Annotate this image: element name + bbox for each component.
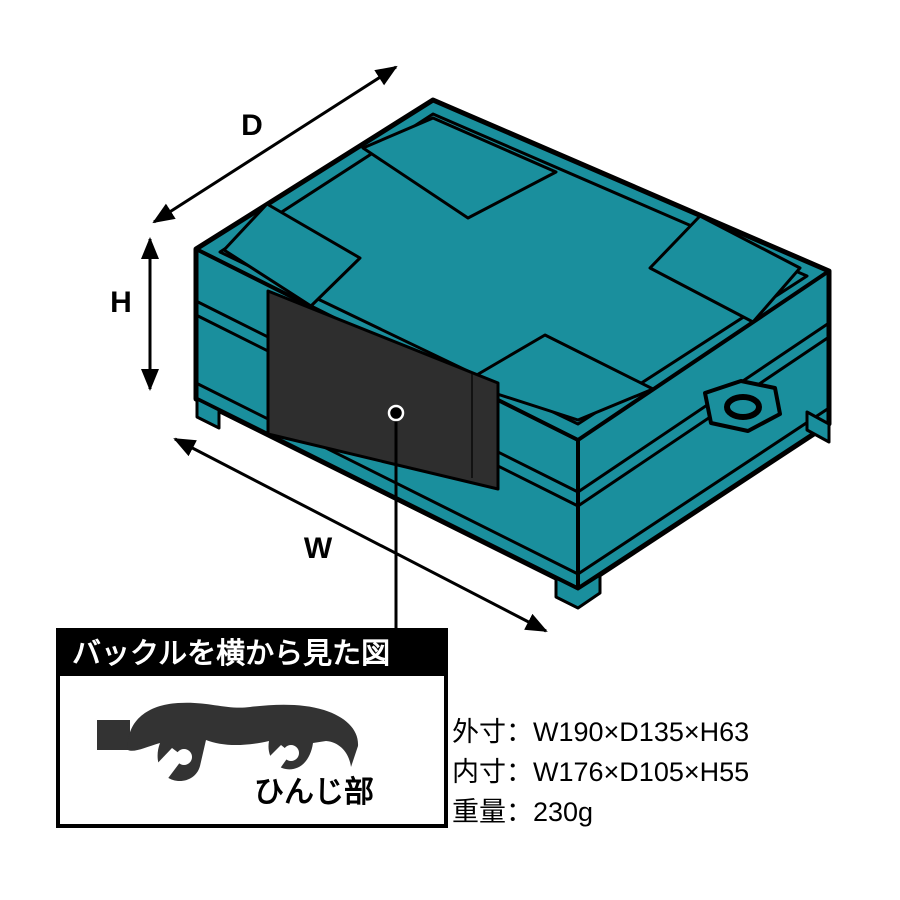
lid-x-panel-left bbox=[222, 202, 362, 308]
lid-x-panel-right bbox=[648, 214, 802, 324]
buckle-side-view bbox=[97, 702, 359, 782]
foot-right bbox=[805, 410, 831, 444]
spec-outer-dimensions: 外寸：W190×D135×H63 bbox=[452, 717, 749, 747]
foot-left bbox=[195, 397, 221, 430]
buckle-hook-notch-left bbox=[151, 748, 184, 781]
storage-case-illustration bbox=[193, 97, 832, 610]
inset-header-bar bbox=[56, 628, 448, 676]
buckle-inset-panel: バックルを横から見た図 ひんじ部 bbox=[56, 628, 448, 828]
spec-inner-dimensions: 内寸：W176×D105×H55 bbox=[452, 757, 749, 787]
buckle-hook-notch-right bbox=[260, 745, 291, 777]
inset-title: バックルを横から見た図 bbox=[72, 637, 390, 670]
width-arrow bbox=[173, 437, 548, 633]
width-label: W bbox=[304, 532, 333, 565]
spec-weight: 重量：230g bbox=[452, 797, 593, 827]
depth-arrow bbox=[152, 65, 398, 224]
inset-caption: ひんじ部 bbox=[254, 775, 374, 809]
spec-text-block: 外寸：W190×D135×H63 内寸：W176×D105×H55 重量：230… bbox=[452, 717, 749, 827]
buckle-pointer-dot bbox=[387, 404, 405, 422]
dimension-arrows: D H W bbox=[110, 65, 548, 633]
foot-front bbox=[554, 573, 602, 610]
buckle-left-tab bbox=[97, 720, 130, 750]
height-label: H bbox=[110, 286, 132, 319]
latch-hole-ring bbox=[724, 394, 762, 420]
latch-tab bbox=[703, 379, 782, 433]
lid-x-panel-back bbox=[361, 116, 558, 220]
depth-label: D bbox=[241, 109, 263, 142]
